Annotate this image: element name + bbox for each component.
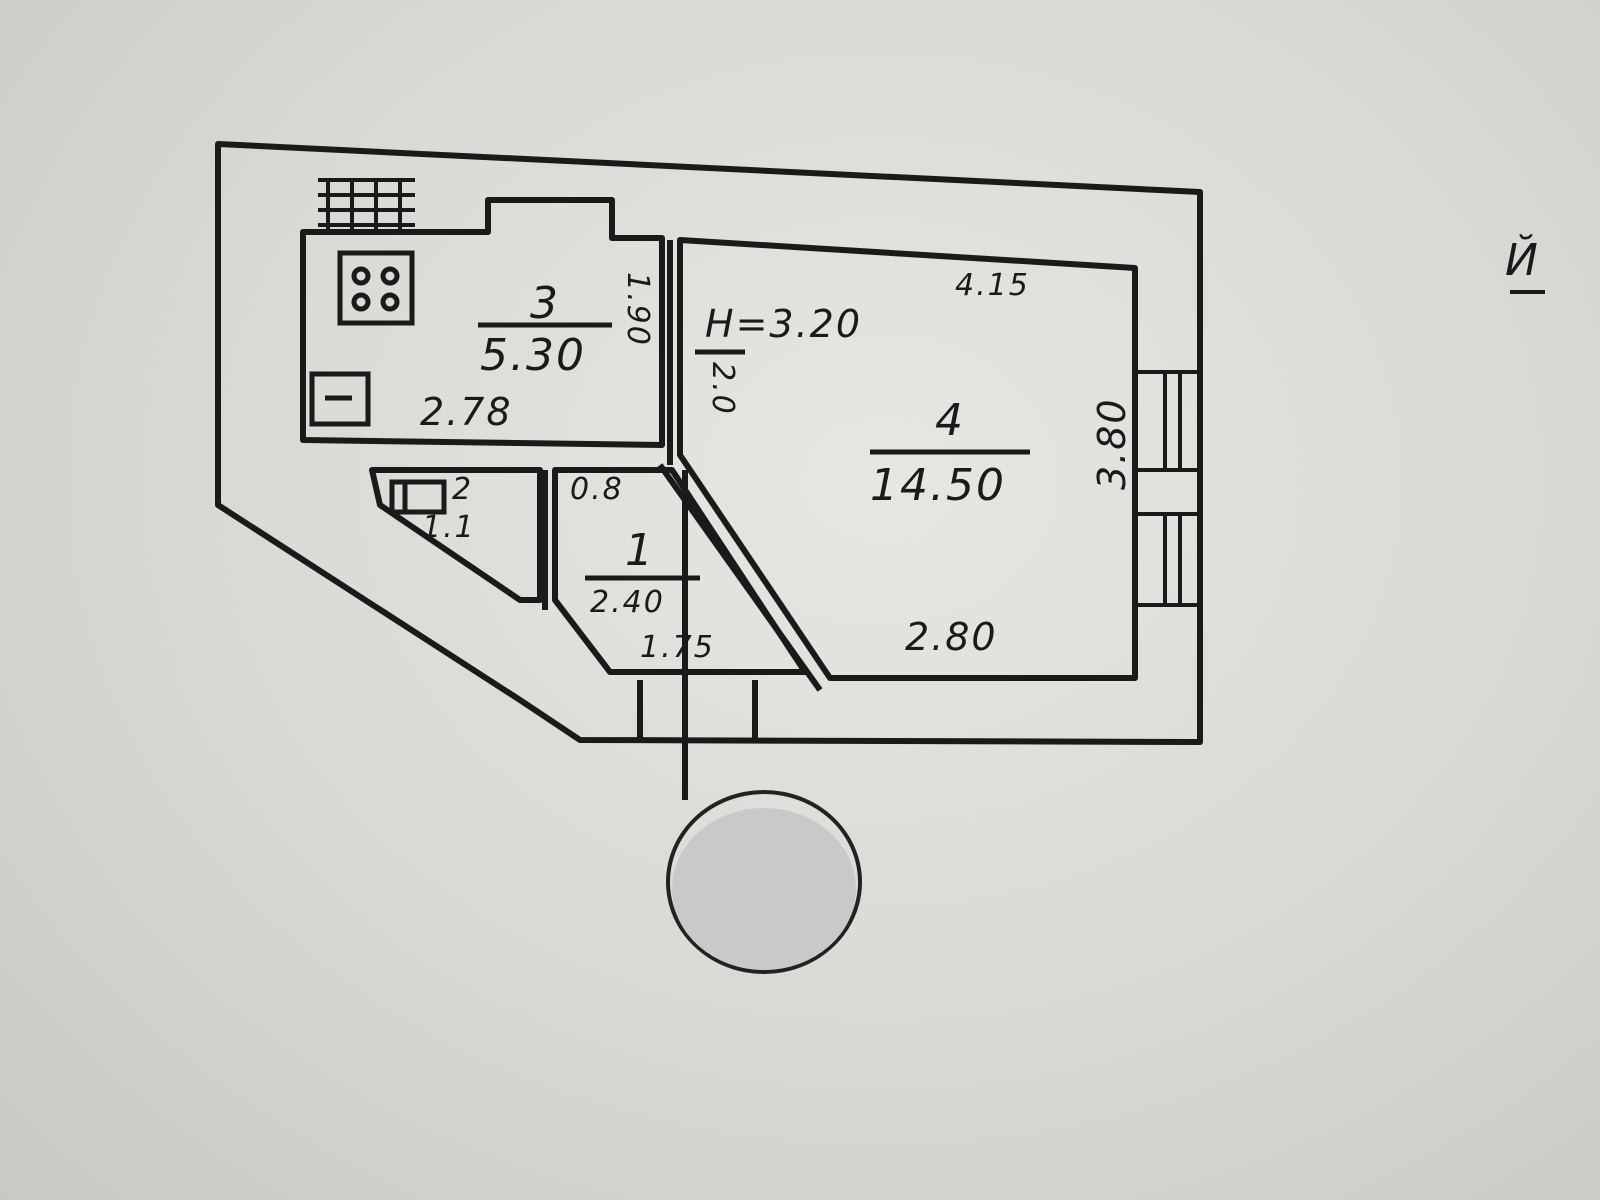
room-4-walls: [677, 237, 1138, 681]
room-4-dimension-bottom: 2.80: [905, 615, 998, 659]
room-4-dimension-right: 3.80: [1090, 397, 1134, 490]
room-3-walls: [300, 197, 665, 448]
room-3-dimension: 2.78: [420, 390, 513, 434]
room-4-dimension-top: 4.15: [955, 268, 1030, 303]
room-1-area: 2.40: [590, 585, 665, 620]
room-1-number: 1: [625, 525, 655, 576]
room-3-side-dimension: 1.90: [620, 272, 655, 347]
room-4-number: 4: [935, 395, 965, 446]
redacted-circle: [672, 808, 856, 970]
room-2-walls: [369, 467, 543, 603]
window-icon: [1135, 370, 1200, 607]
room-4-area: 14.50: [870, 460, 1006, 511]
room-2-number: 2: [452, 472, 474, 507]
room-1-walls: [552, 467, 808, 675]
room-3-number: 3: [530, 278, 560, 329]
room-1-dimension: 1.75: [640, 630, 715, 665]
room-2-area: 1.1: [422, 510, 476, 545]
corner-mark: Й: [1505, 235, 1540, 286]
grid-vent-icon: [318, 178, 415, 232]
room-4-dimension-left: 2.0: [705, 362, 740, 416]
outer-wall: [215, 141, 1203, 745]
room-2-dimension: 0.8: [570, 472, 624, 507]
room-3-area: 5.30: [480, 330, 586, 381]
sink-icon: [309, 371, 371, 427]
ceiling-height: H=3.20: [705, 302, 863, 346]
bath-icon: [389, 479, 447, 515]
stove-icon: [337, 250, 415, 326]
stamp-outline: [666, 790, 862, 974]
